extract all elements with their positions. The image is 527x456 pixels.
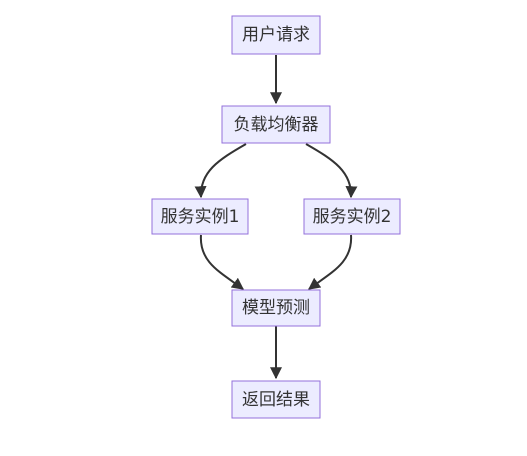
node-label-load-balancer: 负载均衡器	[234, 115, 319, 135]
node-label-service-instance-2: 服务实例2	[313, 207, 392, 227]
node-service-instance-2: 服务实例2	[303, 198, 401, 235]
node-label-service-instance-1: 服务实例1	[161, 207, 240, 227]
node-return-result: 返回结果	[231, 380, 321, 419]
node-service-instance-1: 服务实例1	[151, 198, 249, 235]
node-label-return-result: 返回结果	[242, 390, 310, 410]
edge-load-balancer-to-service-instance-1	[194, 143, 247, 199]
edges-group	[194, 55, 358, 380]
node-label-user-request: 用户请求	[242, 25, 310, 45]
node-load-balancer: 负载均衡器	[221, 105, 331, 144]
node-model-prediction: 模型预测	[231, 289, 321, 327]
node-label-model-prediction: 模型预测	[242, 298, 310, 318]
edge-load-balancer-to-service-instance-2	[305, 143, 358, 199]
nodes-group: 用户请求 负载均衡器 服务实例1 服务实例2 模型预测 返回结果	[151, 15, 401, 419]
edge-service-instance-1-to-model-prediction	[199, 234, 244, 290]
edge-service-instance-2-to-model-prediction	[308, 234, 353, 290]
node-user-request: 用户请求	[231, 15, 321, 55]
